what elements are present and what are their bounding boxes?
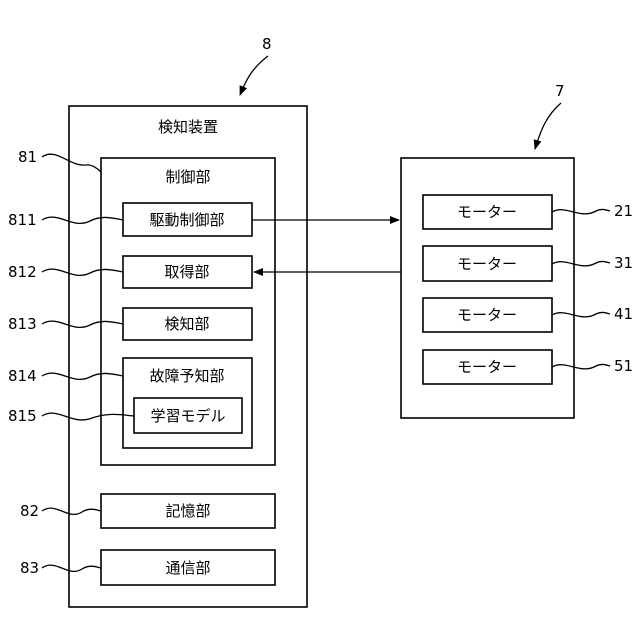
ref-label-82: 82 <box>20 502 39 520</box>
motor-label-21: モーター <box>457 203 517 221</box>
ref-label-811: 811 <box>8 211 37 229</box>
ref-label-7: 7 <box>555 82 565 100</box>
ref-label-8: 8 <box>262 35 272 53</box>
ref-label-814: 814 <box>8 367 37 385</box>
control-unit-title: 制御部 <box>165 168 210 186</box>
ref-label-21: 21 <box>614 202 633 220</box>
detection-label: 検知部 <box>164 315 209 333</box>
ref-label-83: 83 <box>20 559 39 577</box>
motor-label-51: モーター <box>457 358 517 376</box>
ref-arrow-7 <box>535 103 561 149</box>
failure-prediction-label: 故障予知部 <box>149 367 224 385</box>
drive-control-label: 駆動制御部 <box>149 211 224 229</box>
ref-label-81: 81 <box>18 148 37 166</box>
ref-label-812: 812 <box>8 263 37 281</box>
detection-device-title: 検知装置 <box>158 118 218 136</box>
ref-label-815: 815 <box>8 407 37 425</box>
ref-label-31: 31 <box>614 254 633 272</box>
ref-label-51: 51 <box>614 357 633 375</box>
ref-label-813: 813 <box>8 315 37 333</box>
ref-label-41: 41 <box>614 305 633 323</box>
learning-model-label: 学習モデル <box>150 407 225 425</box>
storage-label: 記憶部 <box>165 502 210 520</box>
ref-arrow-8 <box>240 56 268 95</box>
acquisition-label: 取得部 <box>164 263 209 281</box>
motor-label-41: モーター <box>457 306 517 324</box>
communication-label: 通信部 <box>165 559 210 577</box>
motor-label-31: モーター <box>457 255 517 273</box>
